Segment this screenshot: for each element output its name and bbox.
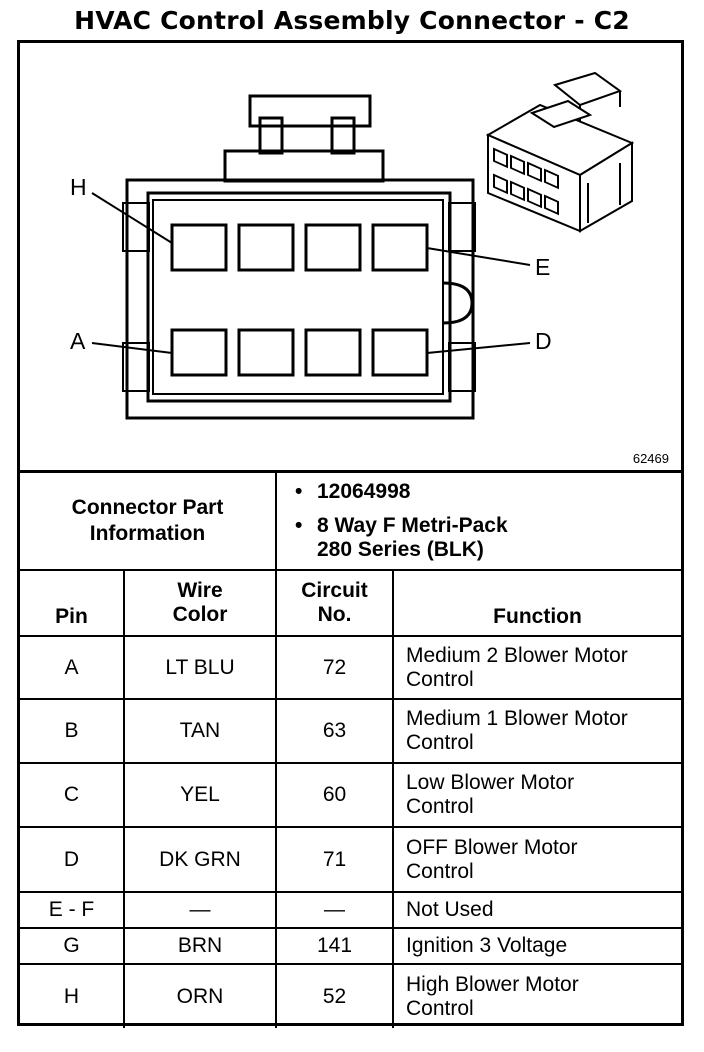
latch-right-post	[330, 116, 356, 155]
cavity-f	[304, 223, 362, 272]
leader-h	[91, 192, 173, 244]
table-row: G BRN 141 Ignition 3 Voltage	[20, 927, 681, 965]
connector-info-label: Connector Part Information	[20, 473, 277, 571]
circuit-cell: 63	[275, 698, 394, 764]
wire-color-cell: YEL	[123, 762, 277, 828]
connector-iso-view	[485, 71, 635, 233]
circuit-cell: 71	[275, 826, 394, 893]
function-cell: Not Used	[392, 891, 681, 929]
keyway	[442, 281, 474, 325]
figure-number: 62469	[632, 451, 669, 466]
tab-right-top	[448, 202, 476, 252]
connector-cavity	[152, 199, 444, 395]
latch-base	[223, 149, 385, 183]
pin-label-d: D	[535, 328, 552, 354]
pin-cell: A	[20, 635, 125, 700]
cavity-g	[237, 223, 295, 272]
header-function: Function	[392, 569, 681, 637]
wire-color-cell: LT BLU	[123, 635, 277, 700]
cavity-b	[237, 328, 295, 377]
info-item-cont: 280 Series (BLK)	[317, 538, 484, 561]
header-pin: Pin	[20, 569, 125, 637]
cavity-a	[170, 328, 228, 377]
cavity-c	[304, 328, 362, 377]
tab-left-bottom	[122, 342, 150, 392]
cavity-e	[371, 223, 429, 272]
iso-latch	[552, 71, 623, 107]
pin-cell: B	[20, 698, 125, 764]
connector-info-list: •12064998 •8 Way F Metri-Pack 280 Series…	[275, 473, 681, 571]
circuit-cell: 141	[275, 927, 394, 965]
tab-left-top	[122, 202, 150, 252]
table-row: E - F — — Not Used	[20, 891, 681, 929]
info-item: •8 Way F Metri-Pack	[295, 514, 508, 537]
pin-cell: H	[20, 963, 125, 1028]
leader-a	[91, 342, 173, 354]
connector-diagram: H E A D	[20, 43, 681, 473]
connector-drawing: H E A D	[70, 71, 635, 420]
wire-color-cell: —	[123, 891, 277, 929]
cavity-h	[170, 223, 228, 272]
latch-top	[248, 94, 372, 128]
pin-label-e: E	[535, 254, 550, 280]
circuit-cell: —	[275, 891, 394, 929]
tab-right-bottom	[448, 342, 476, 392]
leader-d	[426, 342, 531, 354]
leader-e	[426, 247, 531, 266]
pin-cell: C	[20, 762, 125, 828]
connector-info-row: Connector Part Information •12064998 •8 …	[20, 473, 681, 571]
pin-label-h: H	[70, 174, 87, 200]
pin-cell: D	[20, 826, 125, 893]
iso-latch-base	[529, 99, 593, 129]
connector-sheet: H E A D	[17, 40, 684, 1028]
pinout-table: Connector Part Information •12064998 •8 …	[20, 473, 681, 1028]
pin-cell: G	[20, 927, 125, 965]
wire-color-cell: ORN	[123, 963, 277, 1028]
circuit-cell: 52	[275, 963, 394, 1028]
connector-outer	[125, 178, 475, 420]
wire-color-cell: BRN	[123, 927, 277, 965]
circuit-cell: 60	[275, 762, 394, 828]
pin-label-a: A	[70, 328, 86, 354]
info-label-line1: Connector Part	[71, 496, 224, 519]
latch-left-post	[258, 116, 284, 155]
function-cell: Ignition 3 Voltage	[392, 927, 681, 965]
wire-color-cell: DK GRN	[123, 826, 277, 893]
page-title: HVAC Control Assembly Connector - C2	[74, 6, 630, 35]
info-item: •12064998	[295, 480, 411, 503]
info-label-line2: Information	[89, 522, 206, 545]
connector-inner	[146, 191, 452, 403]
circuit-cell: 72	[275, 635, 394, 700]
cavity-d	[371, 328, 429, 377]
pin-cell: E - F	[20, 891, 125, 929]
wire-color-cell: TAN	[123, 698, 277, 764]
